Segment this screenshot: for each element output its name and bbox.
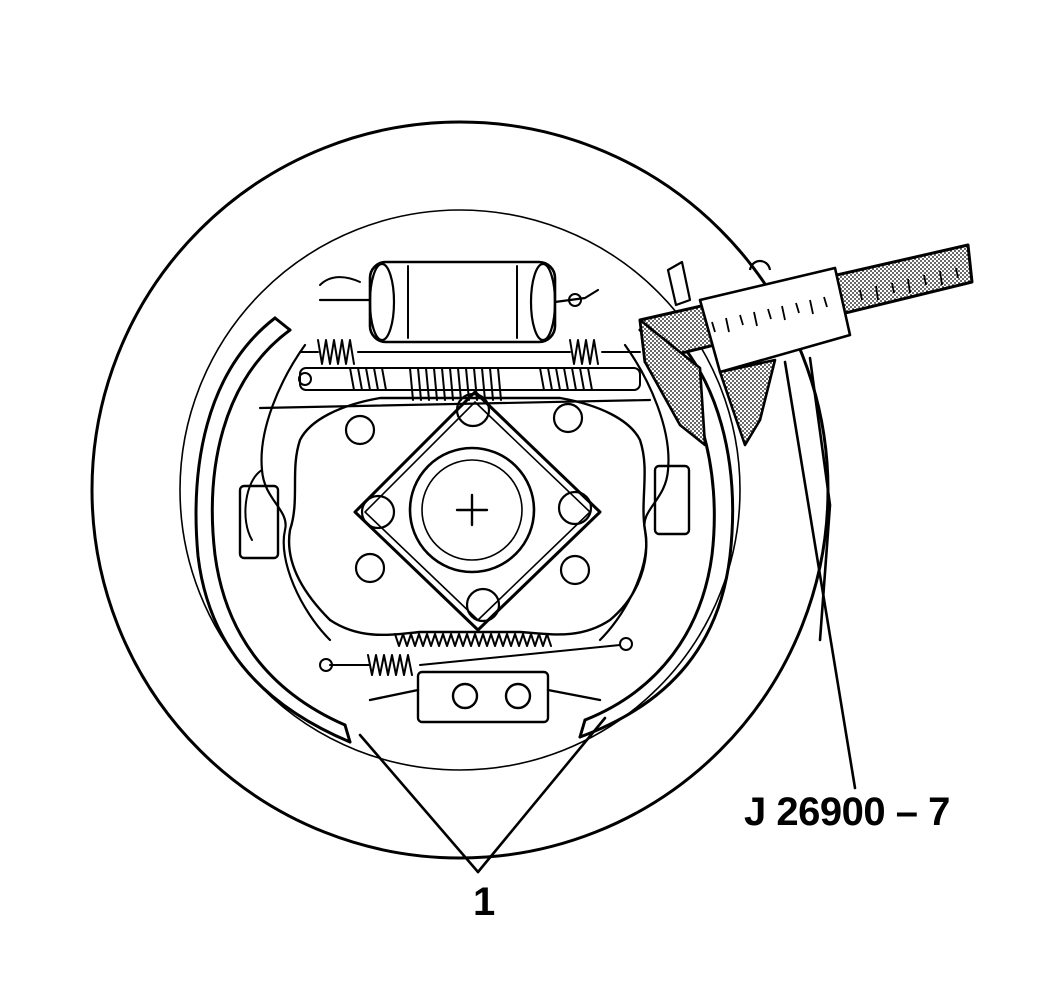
left-brake-shoe [194,316,352,744]
drum-inner-ring [179,209,741,771]
left-shoe-pad [238,484,280,560]
caliper-moving-jaw [718,358,777,447]
caliper-scale-ticks [711,267,959,333]
part-leader-left [358,733,480,874]
caliper-fixed-jaw [638,318,707,447]
right-shoe-pad [653,464,691,536]
part-leader-right [476,716,607,874]
lower-return-spring [319,633,633,676]
drum-outer-ring [90,120,830,860]
adjuster-screw [298,367,641,401]
anchor-block [368,670,602,724]
backing-plate-outline [287,396,648,637]
caliper-slider [698,266,852,374]
tool-callout-label: J 26900 – 7 [744,790,950,834]
hub-flange [353,390,602,632]
tool-leader-line [783,360,857,790]
vernier-caliper [638,243,974,447]
tool-leader-line-2 [808,356,832,642]
hub-center-mark [455,493,489,527]
part-callout-label: 1 [473,880,496,924]
wheel-studs [344,392,593,623]
hub-bore-inner [421,459,523,561]
leader-lines [358,356,857,874]
strut-rod [258,398,652,410]
wheel-cylinder [318,260,600,344]
hub-bore-outer [408,446,536,574]
upper-return-spring [299,339,641,365]
